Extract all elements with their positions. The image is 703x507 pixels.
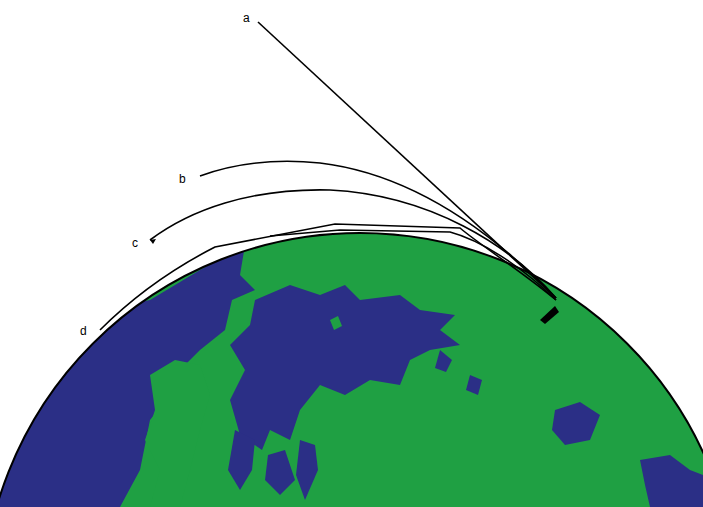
- trajectory-label: c: [132, 236, 138, 250]
- trajectory-label: a: [243, 11, 250, 25]
- trajectory-label: d: [80, 324, 87, 338]
- launch-site: [540, 306, 559, 324]
- trajectory-label: b: [179, 172, 186, 186]
- earth-map: [0, 200, 703, 507]
- trajectory-lines: [100, 22, 556, 330]
